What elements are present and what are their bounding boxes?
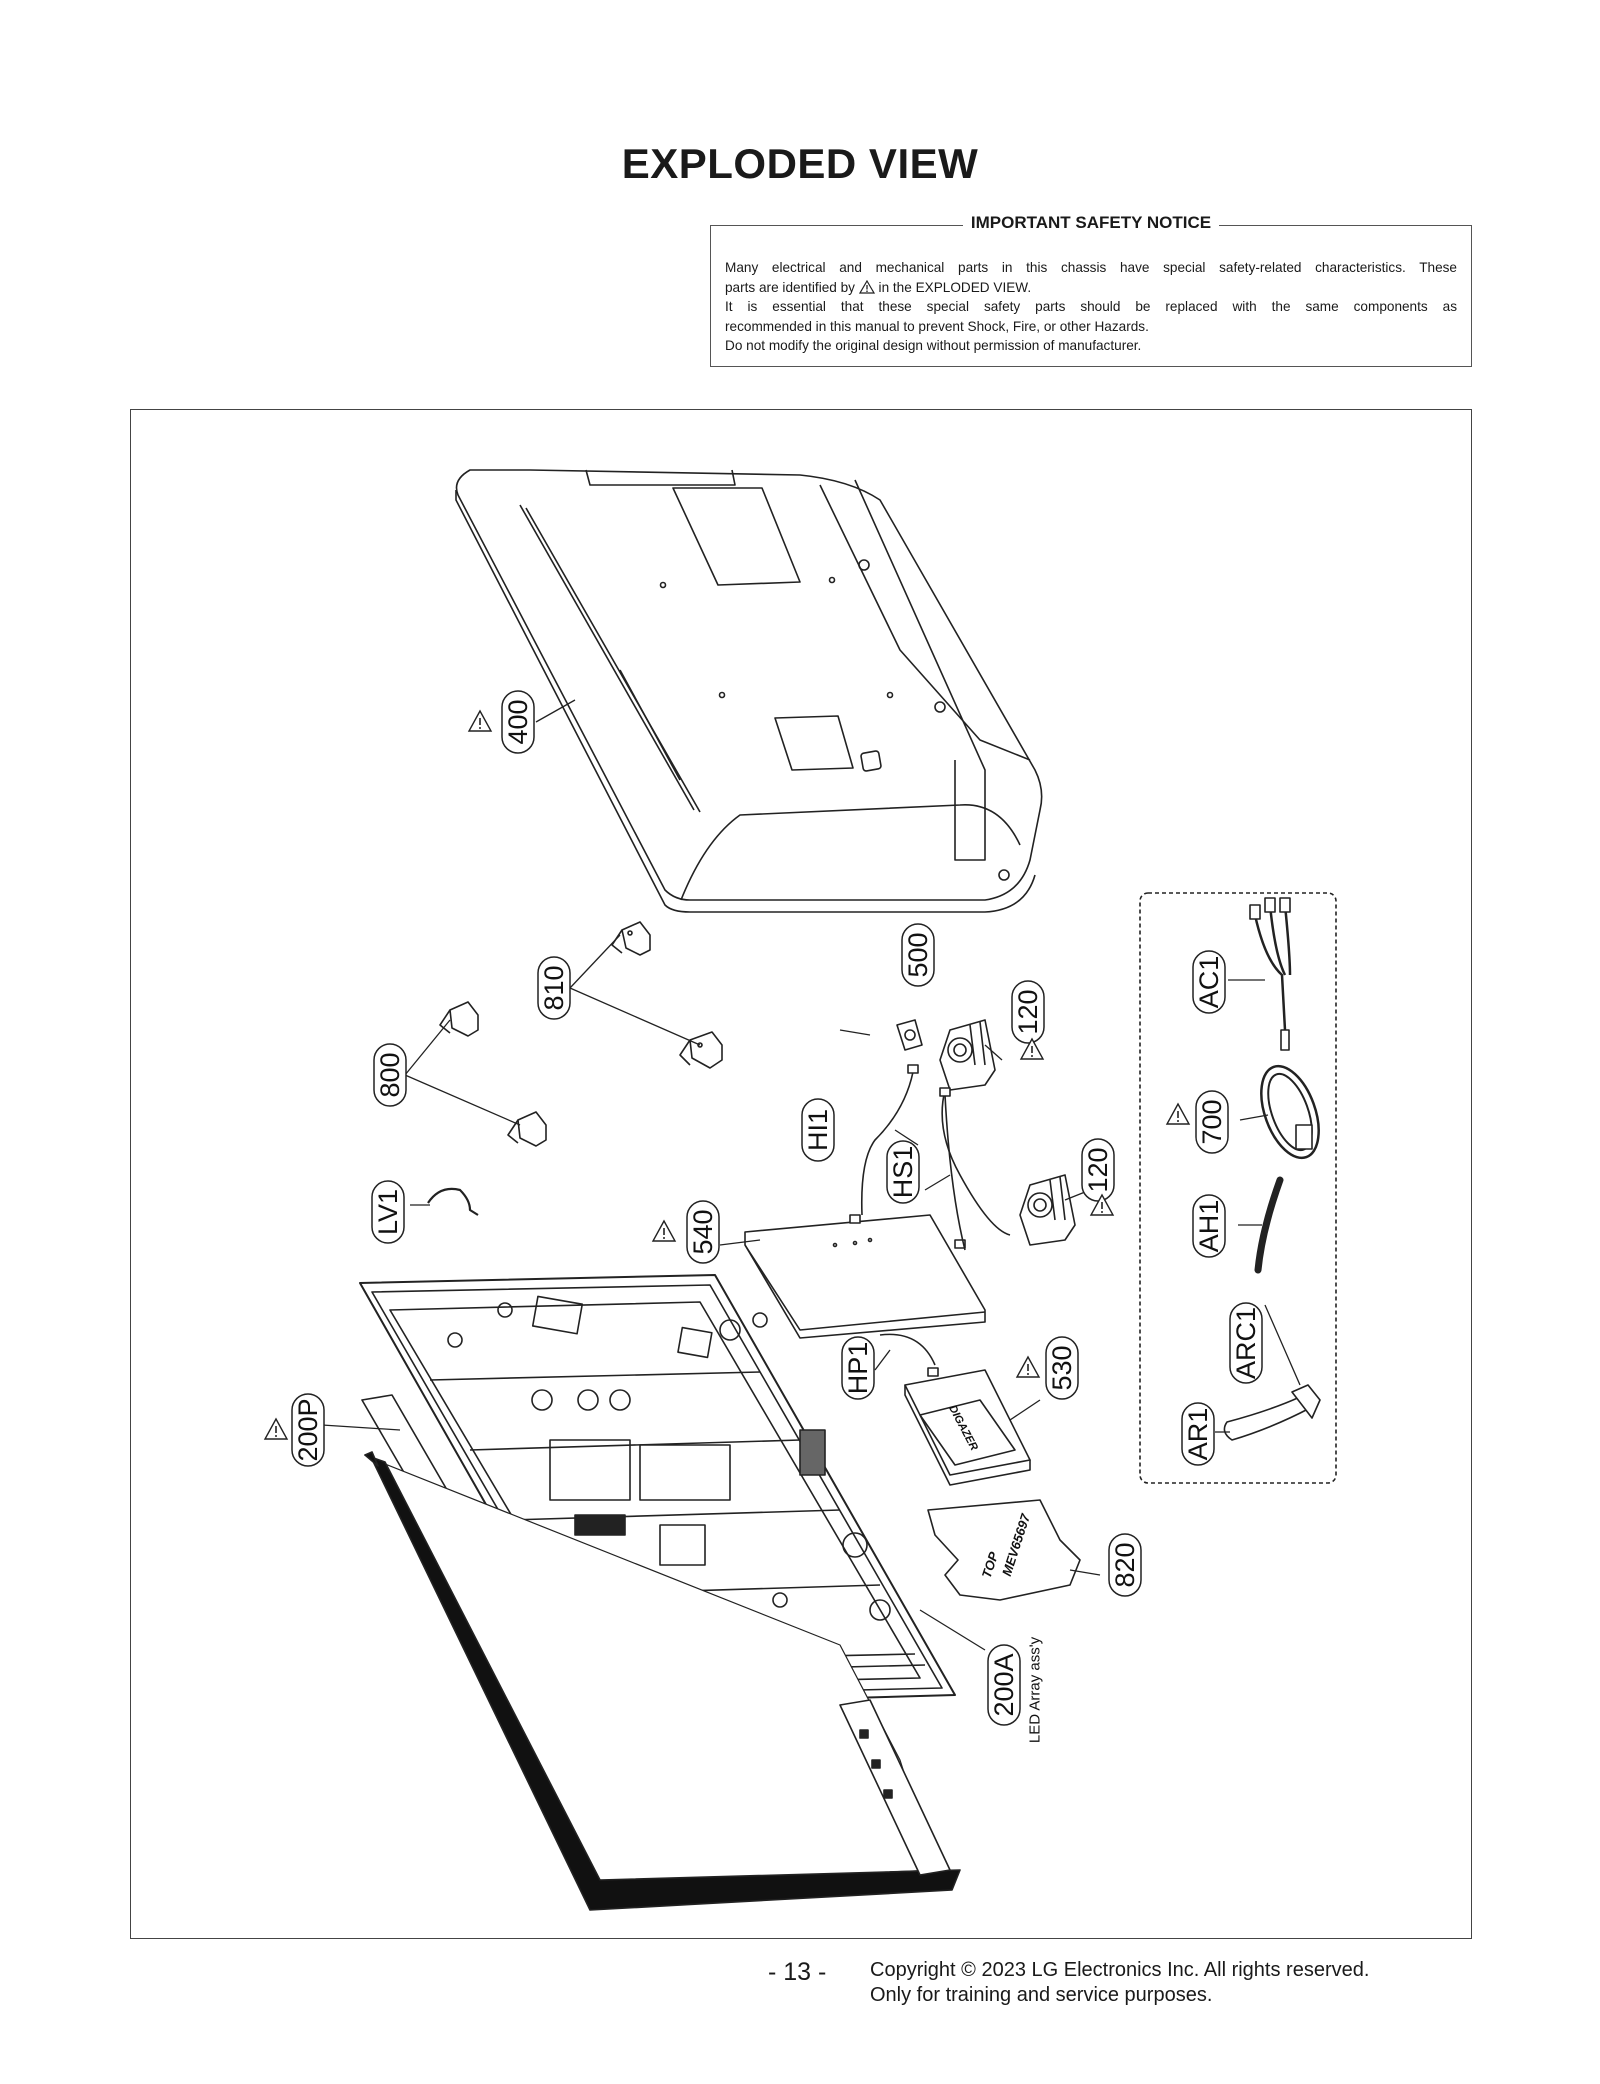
warning-triangle-icon: [468, 710, 492, 732]
warning-triangle-icon: [652, 1220, 676, 1242]
copyright-line: Copyright © 2023 LG Electronics Inc. All…: [870, 1959, 1370, 1981]
safety-notice-body: Many electrical and mechanical parts in …: [725, 258, 1457, 356]
cable-holder-part: [1254, 1176, 1284, 1274]
label-ac1: AC1: [1194, 956, 1224, 1009]
label-hs1: HS1: [888, 1146, 918, 1199]
bracket-800-upper: [439, 1001, 479, 1037]
bracket-810-lower: [679, 1031, 723, 1069]
label-led-array: LED Array ass'y: [1027, 1636, 1044, 1743]
front-bezel-part: [364, 1454, 961, 1911]
label-540: 540: [688, 1209, 718, 1254]
speaker-lower-part: [1019, 1174, 1076, 1246]
warning-triangle-icon: [1166, 1103, 1190, 1125]
footer-copyright: Copyright © 2023 LG Electronics Inc. All…: [870, 1958, 1369, 2008]
notice-line-3: It is essential that these special safet…: [725, 299, 1457, 314]
ir-board-part: [896, 1019, 923, 1051]
accessory-box: [1139, 892, 1337, 1484]
hs1-cable: [941, 1089, 1011, 1236]
speaker-upper-part: [939, 1019, 996, 1091]
notice-line-4: recommended in this manual to prevent Sh…: [725, 318, 1149, 334]
safety-notice-heading: IMPORTANT SAFETY NOTICE: [962, 213, 1220, 232]
notice-line-5: Do not modify the original design withou…: [725, 338, 1142, 353]
label-ar1: AR1: [1183, 1408, 1213, 1461]
label-120-upper: 120: [1013, 989, 1043, 1034]
safety-notice-box: IMPORTANT SAFETY NOTICE Many electrical …: [710, 213, 1472, 367]
page-title: EXPLODED VIEW: [621, 140, 979, 187]
purpose-line: Only for training and service purposes.: [870, 1984, 1213, 2006]
hi1-cable: [860, 1071, 914, 1216]
label-lv1: LV1: [373, 1189, 403, 1235]
warning-triangle-icon: [858, 279, 875, 294]
label-200a: 200A: [989, 1653, 1019, 1716]
label-arc1: ARC1: [1231, 1307, 1261, 1379]
label-530: 530: [1047, 1345, 1077, 1390]
label-hp1: HP1: [843, 1342, 873, 1395]
power-board-part: [904, 1369, 1031, 1486]
page-number: - 13 -: [768, 1958, 827, 1986]
exploded-diagram-frame: [130, 409, 1472, 1939]
notice-line-1: Many electrical and mechanical parts in …: [725, 260, 1457, 275]
bracket-800-lower: [507, 1111, 547, 1147]
back-cover-part: [455, 469, 1043, 913]
label-500: 500: [903, 932, 933, 977]
label-800: 800: [375, 1052, 405, 1097]
led-array-part: [839, 1699, 951, 1876]
label-ah1: AH1: [1194, 1200, 1224, 1253]
warning-triangle-icon: [1016, 1356, 1040, 1378]
label-hi1: HI1: [803, 1109, 833, 1151]
hs1-cable-branch: [944, 1094, 966, 1251]
label-200p: 200P: [293, 1398, 323, 1461]
power-cord-part: [1260, 1064, 1320, 1160]
lv1-cable: [427, 1187, 479, 1216]
remote-part: [1223, 1384, 1321, 1441]
bracket-810-upper: [611, 921, 651, 956]
main-board-part: [744, 1214, 986, 1339]
label-700: 700: [1197, 1099, 1227, 1144]
label-820: 820: [1110, 1542, 1140, 1587]
label-810: 810: [539, 965, 569, 1010]
hp1-cable: [879, 1333, 936, 1366]
warning-triangle-icon: [264, 1418, 288, 1440]
av-cable-part: [1249, 897, 1292, 1051]
notice-line-2: parts are identified by in the EXPLODED …: [725, 279, 1032, 295]
insulator-sheet-part: [927, 1499, 1081, 1601]
label-400: 400: [503, 699, 533, 744]
label-120-lower: 120: [1083, 1147, 1113, 1192]
